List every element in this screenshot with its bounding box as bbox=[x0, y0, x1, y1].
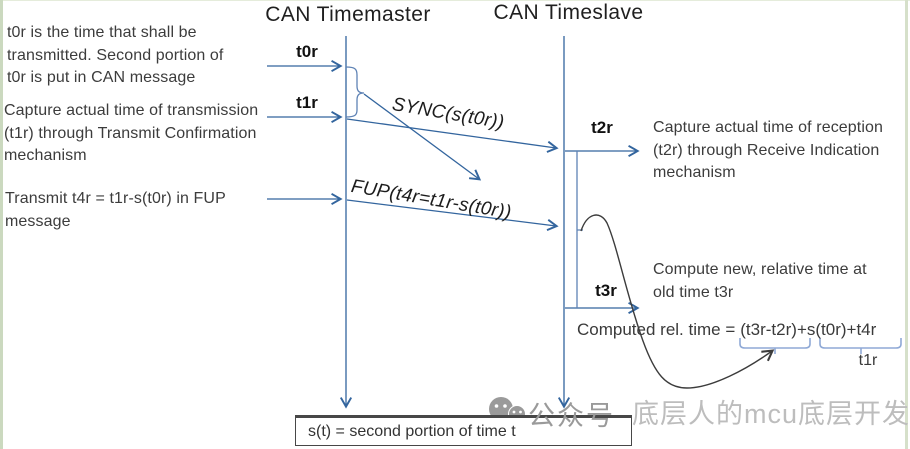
label-t3r: t3r bbox=[595, 281, 617, 300]
formula-term-st0r-t4r: s(t0r)+t4r bbox=[806, 320, 877, 339]
note-transmit-fup: Transmit t4r = t1r-s(t0r) in FUP message bbox=[5, 188, 226, 233]
formula-prefix: Computed rel. time = bbox=[577, 320, 736, 339]
left-edge-stripe bbox=[0, 0, 3, 449]
note-compute-relative-time: Compute new, relative time at old time t… bbox=[653, 259, 867, 304]
underbrace-t3r-t2r bbox=[739, 338, 811, 354]
note-capture-reception: Capture actual time of reception (t2r) t… bbox=[653, 117, 883, 185]
master-activation-brace bbox=[345, 66, 365, 118]
note-line: t0r is put in CAN message bbox=[7, 69, 196, 86]
note-line: old time t3r bbox=[653, 283, 734, 301]
note-line: t0r is the time that shall be bbox=[7, 24, 197, 41]
fup-message-arrow bbox=[346, 199, 559, 232]
note-line: Transmit t4r = t1r-s(t0r) in FUP bbox=[5, 190, 226, 207]
brace-to-fup-arrow bbox=[363, 93, 482, 181]
note-line: Capture actual time of transmission bbox=[4, 102, 259, 119]
header-can-timeslave: CAN Timeslave bbox=[493, 1, 644, 24]
note-line: Compute new, relative time at bbox=[653, 261, 867, 278]
watermark-name: 底层人的mcu底层开发 bbox=[632, 399, 910, 429]
underbrace-st0r-t4r bbox=[819, 338, 902, 354]
note-line: message bbox=[5, 212, 71, 230]
note-line: Capture actual time of reception bbox=[653, 119, 883, 136]
header-can-timemaster: CAN Timemaster bbox=[265, 3, 431, 26]
compute-loop-curve bbox=[580, 214, 775, 389]
sync-message-arrow bbox=[346, 118, 559, 153]
top-edge-stripe bbox=[0, 0, 910, 1]
underbrace-label-t1r: t1r bbox=[858, 352, 878, 369]
label-t1r: t1r bbox=[296, 93, 318, 112]
note-line: mechanism bbox=[4, 147, 87, 164]
legend-text: s(t) = second portion of time t bbox=[308, 422, 516, 440]
formula-plus: + bbox=[796, 320, 807, 339]
note-line: (t2r) through Receive Indication bbox=[653, 141, 880, 159]
right-edge-stripe bbox=[905, 0, 908, 449]
computed-rel-time-formula: Computed rel. time =(t3r-t2r)+s(t0r)+t4r bbox=[577, 320, 876, 340]
note-capture-transmission: Capture actual time of transmission (t1r… bbox=[4, 100, 258, 168]
note-line: (t1r) through Transmit Confirmation bbox=[4, 124, 257, 142]
label-t2r: t2r bbox=[591, 118, 613, 137]
formula-term-t3r-t2r: (t3r-t2r) bbox=[740, 320, 797, 339]
note-line: mechanism bbox=[653, 164, 736, 181]
label-t0r: t0r bbox=[296, 42, 318, 61]
watermark-badge: 公众号 bbox=[528, 401, 615, 431]
legend-box: s(t) = second portion of time t bbox=[295, 415, 632, 446]
note-line: transmitted. Second portion of bbox=[7, 46, 224, 64]
note-t0r-definition: t0r is the time that shall be transmitte… bbox=[7, 22, 223, 90]
